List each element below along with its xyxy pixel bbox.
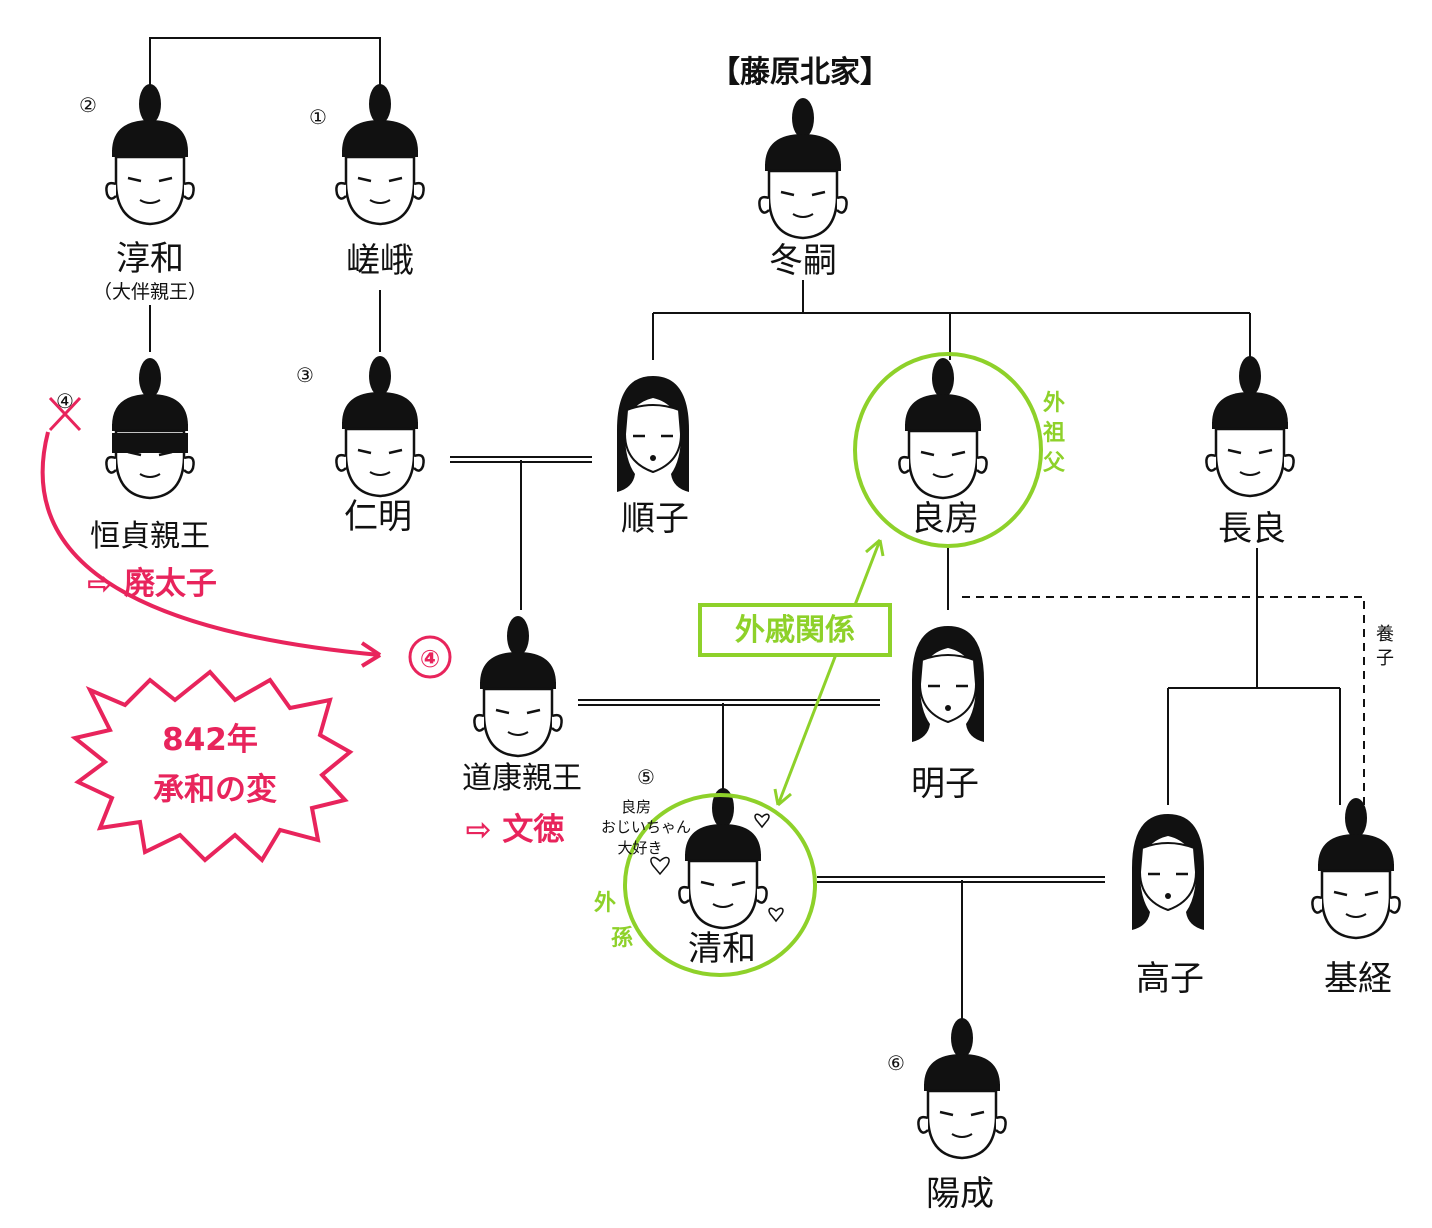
event-name: 承和の変 bbox=[153, 772, 277, 808]
akirakeiko-face bbox=[910, 624, 986, 744]
yoshifusa-name: 良房 bbox=[911, 499, 979, 539]
svg-text:外: 外 bbox=[594, 890, 616, 916]
michiyasu-result: ⇨ 文徳 bbox=[466, 812, 565, 848]
svg-text:おじいちゃん: おじいちゃん bbox=[601, 818, 691, 836]
svg-text:孫: 孫 bbox=[611, 925, 633, 951]
svg-text:養: 養 bbox=[1376, 624, 1394, 645]
junshi-name: 順子 bbox=[621, 499, 689, 539]
takaiko-face bbox=[1130, 812, 1206, 932]
svg-text:子: 子 bbox=[1376, 648, 1394, 669]
junna-number: ② bbox=[79, 93, 97, 117]
mototsune-name: 基経 bbox=[1324, 959, 1392, 999]
fuyutsugu-face bbox=[758, 96, 848, 240]
ninmyo-number: ③ bbox=[296, 363, 314, 387]
yozei-number: ⑥ bbox=[887, 1051, 905, 1075]
saga-name: 嵯峨 bbox=[346, 241, 414, 281]
gaiso-label: 外 祖 父 bbox=[1043, 390, 1066, 476]
junshi-face bbox=[615, 374, 691, 494]
clan-header: 【藤原北家】 bbox=[710, 55, 890, 90]
takaiko-name: 高子 bbox=[1136, 959, 1204, 999]
seiwa-number: ⑤ bbox=[637, 765, 655, 789]
svg-text:祖: 祖 bbox=[1043, 421, 1065, 446]
event-year: 842年 bbox=[162, 722, 258, 758]
svg-text:良房: 良房 bbox=[621, 798, 651, 816]
succession-number: ④ bbox=[420, 645, 440, 673]
ninmyo-face bbox=[335, 354, 425, 498]
nagara-face bbox=[1205, 354, 1295, 498]
ninmyo-name: 仁明 bbox=[344, 497, 412, 537]
jowa-incident: ④ 842年 承和の変 bbox=[40, 396, 452, 864]
saga-face bbox=[335, 82, 425, 226]
saga-number: ① bbox=[309, 105, 327, 129]
tsunesada-name: 恒貞親王 bbox=[90, 519, 210, 554]
svg-text:大好き: 大好き bbox=[617, 839, 662, 857]
seiwa-note: 良房 おじいちゃん 大好き bbox=[601, 798, 784, 923]
junna-name: 淳和 bbox=[116, 239, 184, 279]
adoption-label: 養 子 bbox=[1376, 624, 1394, 669]
gaiseki-relationship: 外戚関係 bbox=[623, 352, 1043, 977]
tsunesada-blindfold bbox=[112, 433, 188, 453]
gaiseki-label: 外戚関係 bbox=[735, 613, 855, 648]
tsunesada-number: ④ bbox=[56, 389, 74, 413]
tsunesada-result: ⇨ 廃太子 bbox=[87, 566, 217, 602]
yoshifusa-face bbox=[898, 356, 988, 500]
svg-text:父: 父 bbox=[1043, 451, 1066, 476]
junna-face bbox=[105, 82, 195, 226]
fuyutsugu-name: 冬嗣 bbox=[769, 241, 837, 281]
seiwa-face bbox=[678, 786, 768, 930]
svg-text:外: 外 bbox=[1043, 390, 1065, 416]
michiyasu-face bbox=[473, 614, 563, 758]
junna-alt-name: （大伴親王） bbox=[93, 281, 207, 303]
yozei-name: 陽成 bbox=[926, 1174, 994, 1214]
akirakeiko-name: 明子 bbox=[911, 764, 979, 804]
gaison-label: 外 孫 bbox=[594, 890, 633, 951]
seiwa-name: 清和 bbox=[688, 929, 756, 969]
lineage-lines bbox=[149, 37, 1365, 1028]
nagara-name: 長良 bbox=[1218, 509, 1286, 549]
yozei-face bbox=[917, 1016, 1007, 1160]
tsunesada-face bbox=[105, 356, 195, 500]
mototsune-face bbox=[1311, 796, 1401, 940]
michiyasu-name: 道康親王 bbox=[462, 761, 582, 796]
